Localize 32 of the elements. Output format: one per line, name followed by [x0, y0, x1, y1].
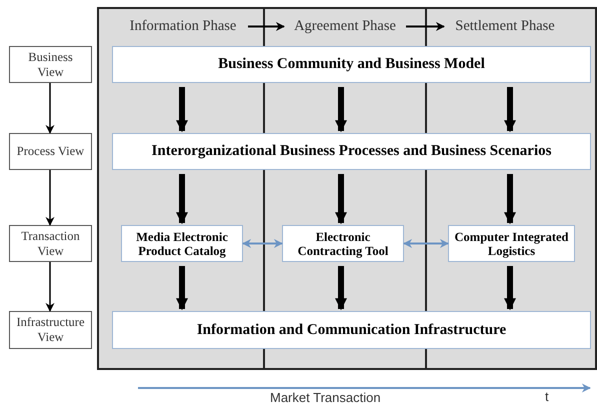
view-box: Process View	[9, 133, 92, 170]
component-box: Electronic Contracting Tool	[282, 225, 404, 262]
double-arrow	[242, 239, 283, 248]
block-arrow	[504, 87, 516, 132]
block-arrow	[335, 266, 347, 310]
arrow	[406, 22, 445, 31]
phase-heading: Agreement Phase	[284, 16, 406, 37]
phase-heading: Settlement Phase	[444, 16, 566, 37]
view-box: Business View	[9, 46, 92, 83]
block-arrow	[176, 87, 188, 132]
phase-heading: Information Phase	[118, 16, 248, 37]
view-box: Transaction View	[9, 225, 92, 262]
arrow	[46, 170, 54, 226]
component-box: Computer Integrated Logistics	[448, 225, 575, 262]
layer-box: Interorganizational Business Processes and Business Scenarios	[112, 133, 591, 170]
arrow	[248, 22, 285, 31]
double-arrow	[403, 239, 449, 248]
layer-box: Information and Communication Infrastructure	[112, 311, 591, 349]
block-arrow	[504, 266, 516, 310]
block-arrow	[176, 266, 188, 310]
axis-label: t	[545, 389, 549, 404]
arrow	[46, 83, 54, 134]
view-box: Infrastructure View	[9, 311, 92, 349]
block-arrow	[504, 174, 516, 224]
block-arrow	[335, 174, 347, 224]
axis-label: Market Transaction	[270, 390, 381, 405]
phase-panel	[97, 7, 597, 370]
block-arrow	[335, 87, 347, 132]
arrow	[46, 262, 54, 312]
component-box: Media Electronic Product Catalog	[121, 225, 243, 262]
layer-box: Business Community and Business Model	[112, 46, 591, 83]
block-arrow	[176, 174, 188, 224]
